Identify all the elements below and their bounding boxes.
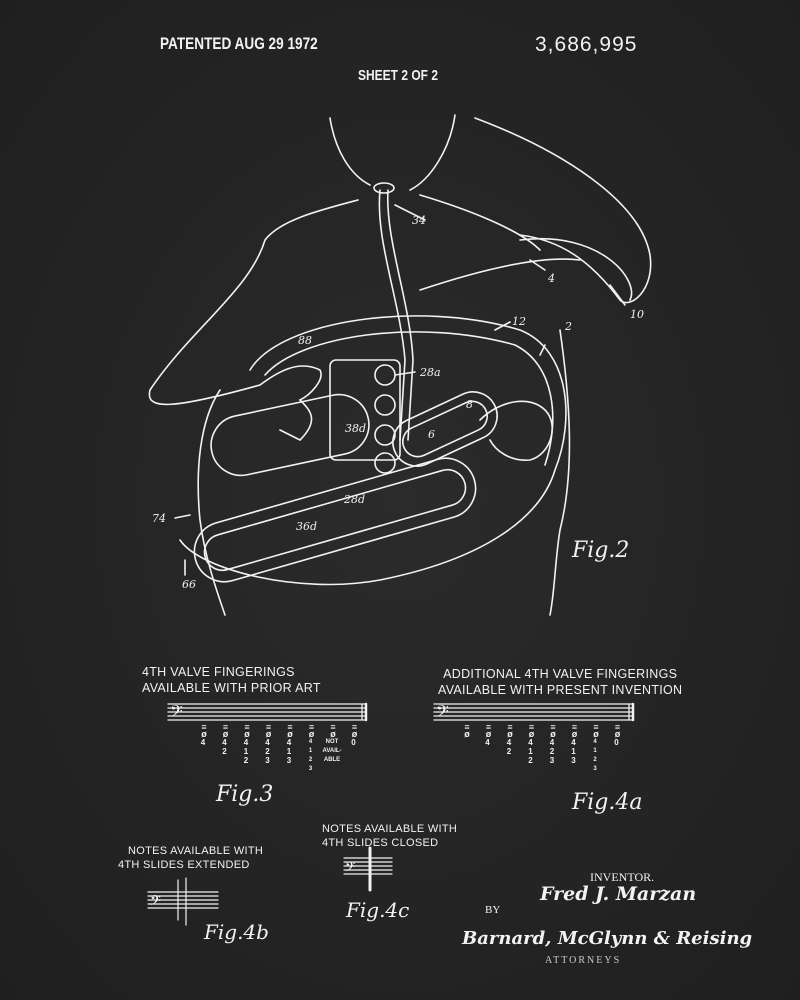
ref-10: 10 (630, 308, 644, 321)
whole-note-icon: ≡ ø (528, 722, 535, 739)
fig4c-title: Fig.4c (346, 898, 410, 922)
whole-note-icon: ≡ ø (265, 722, 272, 739)
inventor-name: Fred J. Marzan (540, 883, 697, 905)
fig3-title: Fig.3 (216, 782, 274, 807)
fingering-label: NOT AVAIL- ABLE (322, 739, 342, 763)
ref-28a: 28a (419, 366, 441, 379)
whole-note-icon: ≡ ø (287, 722, 293, 739)
fig4b-caption-line2: 4TH SLIDES EXTENDED (118, 859, 250, 871)
fingering-label: 4 (200, 738, 206, 747)
bass-clef-icon: 𝄢 (150, 893, 161, 913)
whole-note-icon: ≡ ø (593, 722, 599, 739)
fingering-label: 4 (485, 738, 490, 747)
fingering-label: 4 2 3 (549, 738, 555, 765)
fig4c-staff (343, 846, 393, 892)
ref-2: 2 (564, 320, 572, 333)
patent-number: 3,686,995 (535, 33, 638, 56)
ref-66: 66 (182, 578, 196, 591)
fig3-caption: 4TH VALVE FINGERINGS AVAILABLE WITH PRIO… (142, 664, 321, 696)
fig3-caption-line2: AVAILABLE WITH PRIOR ART (142, 681, 321, 695)
fingering-label: 0 (351, 738, 356, 747)
whole-note-icon: ≡ ø (330, 722, 336, 739)
whole-note-icon: ≡ ø (464, 722, 470, 739)
fingering-label: 4 1 2 (528, 738, 533, 765)
whole-note-icon: ≡ ø (222, 722, 229, 739)
ref-6: 6 (428, 428, 435, 441)
bass-clef-icon: 𝄢 (345, 859, 355, 878)
fig4c-caption: NOTES AVAILABLE WITH 4TH SLIDES CLOSED (322, 822, 457, 850)
fig4b-staff (147, 877, 219, 926)
patent-date: PATENTED AUG 29 1972 (160, 34, 318, 53)
whole-note-icon: ≡ ø (550, 722, 556, 739)
fig4b-caption: NOTES AVAILABLE WITH 4TH SLIDES EXTENDED (118, 844, 263, 872)
note-column: ≡ ø (455, 722, 479, 739)
whole-note-icon: ≡ ø (571, 722, 578, 739)
fingering-label: 4 2 3 (265, 738, 270, 765)
ref-88: 88 (298, 334, 312, 347)
whole-note-icon: ≡ ø (308, 722, 315, 739)
ref-4: 4 (547, 272, 555, 285)
whole-note-icon: ≡ ø (201, 722, 207, 739)
fingering-label: 4 1 2 3 (593, 739, 597, 772)
fig4a-title: Fig.4a (572, 790, 643, 815)
bass-clef-icon: 𝄢 (436, 701, 449, 725)
ref-34: 34 (412, 214, 426, 227)
bass-clef-icon: 𝄢 (170, 701, 183, 725)
ref-12: 12 (512, 315, 526, 328)
fingering-label: 4 2 (222, 738, 227, 756)
fig4b-title: Fig.4b (204, 920, 269, 944)
attorneys-signature: Barnard, McGlynn & Reising (462, 928, 753, 949)
fingering-label: 4 1 3 (571, 738, 576, 765)
fingering-label: 0 (614, 738, 619, 747)
fig4a-caption-line1: ADDITIONAL 4TH VALVE FINGERINGS (443, 667, 678, 681)
fingering-label: 4 2 (506, 738, 512, 756)
fig4c-caption-line2: 4TH SLIDES CLOSED (322, 837, 439, 849)
fingering-label: 4 1 2 (243, 738, 249, 765)
whole-note-icon: ≡ ø (507, 722, 513, 739)
ref-28d: 28d (343, 493, 365, 506)
whole-note-icon: ≡ ø (485, 722, 492, 739)
fingering-label: 4 1 3 (286, 738, 292, 765)
fig4c-caption-line1: NOTES AVAILABLE WITH (322, 823, 458, 835)
ref-74: 74 (152, 512, 166, 525)
whole-note-icon: ≡ ø (351, 722, 358, 739)
ref-38d: 38d (345, 422, 366, 435)
fig4a-staff (433, 702, 635, 722)
inventor-label: INVENTOR. (590, 870, 655, 884)
fig2-title: Fig.2 (572, 538, 630, 563)
fig4a-caption: ADDITIONAL 4TH VALVE FINGERINGS AVAILABL… (438, 666, 682, 698)
ref-36d: 36d (296, 520, 317, 533)
ref-8: 8 (466, 398, 473, 411)
fig4a-caption-line2: AVAILABLE WITH PRESENT INVENTION (438, 683, 683, 697)
fig4b-caption-line1: NOTES AVAILABLE WITH (128, 845, 264, 857)
fig3-caption-line1: 4TH VALVE FINGERINGS (142, 665, 295, 679)
whole-note-icon: ≡ ø (614, 722, 621, 739)
fingering-label: 4 1 2 3 (308, 739, 313, 772)
fig3-staff (167, 702, 368, 722)
attorneys-label: ATTORNEYS (545, 955, 622, 966)
by-label: BY (485, 904, 501, 916)
sheet-number: SHEET 2 OF 2 (358, 67, 439, 84)
whole-note-icon: ≡ ø (244, 722, 250, 739)
